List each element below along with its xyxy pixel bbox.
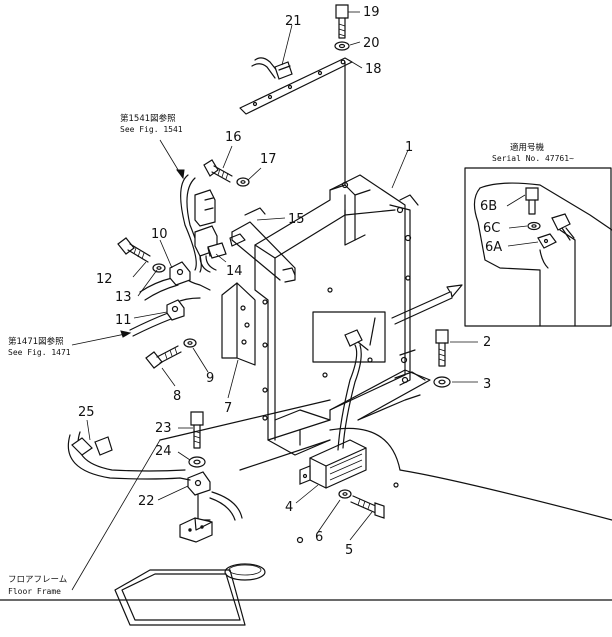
washer-17 — [236, 177, 250, 187]
controller-4 — [299, 344, 367, 489]
label-1: 1 — [405, 140, 413, 155]
ref-1471-en: See Fig. 1471 — [8, 348, 71, 357]
label-21: 21 — [285, 14, 302, 29]
ref-1541-jp: 第1541図参照 — [120, 113, 176, 124]
washer-24 — [188, 456, 206, 468]
clamps — [166, 242, 227, 321]
washer-6 — [338, 489, 352, 499]
label-10: 10 — [151, 227, 168, 242]
inset-arrow — [391, 284, 463, 325]
inset-title-jp: 適用号機 — [510, 142, 545, 153]
label-23: 23 — [155, 421, 172, 436]
label-4: 4 — [285, 500, 293, 515]
bolt-8 — [145, 345, 182, 369]
bolt-2 — [435, 329, 449, 367]
label-24: 24 — [155, 444, 172, 459]
washer-3 — [433, 376, 451, 388]
ref-1541-en: See Fig. 1541 — [120, 125, 183, 134]
label-6C: 6C — [483, 221, 500, 236]
label-20: 20 — [363, 36, 380, 51]
label-6A: 6A — [485, 240, 502, 255]
bolt-5 — [350, 495, 385, 519]
floor-label-en: Floor Frame — [8, 587, 61, 596]
ref-1471-jp: 第1471図参照 — [8, 336, 64, 347]
detail-zoom — [312, 311, 386, 363]
washer-20 — [334, 41, 350, 51]
plate-7 — [221, 282, 256, 366]
label-19: 19 — [363, 5, 380, 20]
bolt-23 — [190, 411, 204, 449]
label-25: 25 — [78, 405, 95, 420]
label-22: 22 — [138, 494, 155, 509]
label-9: 9 — [206, 371, 214, 386]
label-16: 16 — [225, 130, 242, 145]
floor-label-jp: フロアフレーム — [8, 575, 67, 585]
inset-title-en: Serial No. 47761~ — [492, 154, 574, 163]
sub-bracket — [229, 207, 296, 283]
label-17: 17 — [260, 152, 277, 167]
washer-9 — [183, 338, 197, 348]
label-11: 11 — [115, 313, 132, 328]
label-18: 18 — [365, 62, 382, 77]
hose-21 — [251, 57, 293, 80]
label-5: 5 — [345, 543, 353, 558]
label-13: 13 — [115, 290, 132, 305]
bolt-12 — [117, 237, 151, 263]
label-14: 14 — [226, 264, 243, 279]
hose-25 — [67, 431, 243, 521]
main-bracket — [254, 174, 431, 456]
washer-13 — [152, 263, 166, 273]
reference-notes: 第1541図参照 See Fig. 1541 第1471図参照 See Fig.… — [8, 113, 574, 596]
bar-18 — [239, 57, 353, 186]
label-6B: 6B — [480, 199, 497, 214]
floor-clip — [179, 517, 213, 543]
label-7: 7 — [224, 401, 232, 416]
leader-lines — [71, 11, 539, 591]
label-15: 15 — [288, 212, 305, 227]
inset-panel — [464, 167, 612, 327]
label-6: 6 — [315, 530, 323, 545]
label-3: 3 — [483, 377, 491, 392]
part-labels: 19 20 18 21 1 16 17 15 10 14 12 13 11 8 … — [78, 5, 502, 558]
label-8: 8 — [173, 389, 181, 404]
label-12: 12 — [96, 272, 113, 287]
label-2: 2 — [483, 335, 491, 350]
clamp-22 — [187, 471, 211, 521]
floor-frame — [0, 399, 612, 626]
bolt-19 — [335, 4, 349, 39]
bolt-16 — [203, 159, 233, 183]
